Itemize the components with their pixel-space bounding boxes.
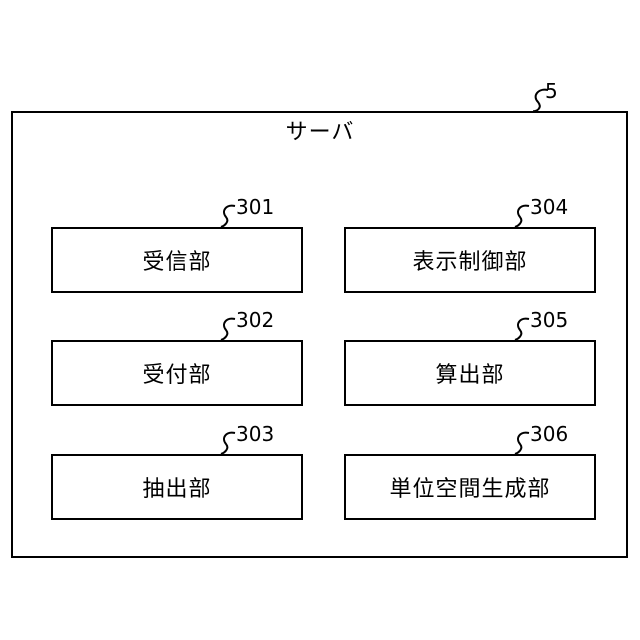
- unit-ref-receiving: 301: [236, 195, 274, 219]
- unit-ref-extraction: 303: [236, 422, 274, 446]
- unit-ref-accepting: 302: [236, 308, 274, 332]
- unit-box-calculation: 算出部: [344, 340, 596, 406]
- unit-box-display-control: 表示制御部: [344, 227, 596, 293]
- unit-box-receiving: 受信部: [51, 227, 303, 293]
- unit-box-unit-space-generation: 単位空間生成部: [344, 454, 596, 520]
- server-ref-number: 5: [545, 79, 558, 103]
- server-title: サーバ: [0, 114, 640, 146]
- unit-box-extraction: 抽出部: [51, 454, 303, 520]
- unit-ref-display-control: 304: [530, 195, 568, 219]
- unit-ref-unit-space-generation: 306: [530, 422, 568, 446]
- unit-ref-calculation: 305: [530, 308, 568, 332]
- unit-box-accepting: 受付部: [51, 340, 303, 406]
